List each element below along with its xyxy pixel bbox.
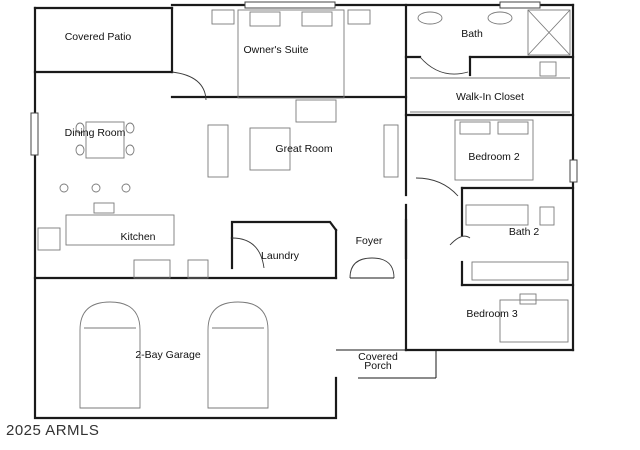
label-covered-porch-2: Porch xyxy=(364,359,392,372)
closet-shelves xyxy=(410,77,570,113)
exterior-walls xyxy=(33,3,575,420)
copyright-watermark: 2025 ARMLS xyxy=(6,422,100,439)
label-foyer: Foyer xyxy=(355,234,383,247)
bedroom2-bed xyxy=(454,119,534,181)
label-owners-suite: Owner's Suite xyxy=(243,43,309,56)
label-covered-patio: Covered Patio xyxy=(64,30,132,43)
label-kitchen: Kitchen xyxy=(120,230,156,243)
great-room-furniture xyxy=(207,99,399,178)
label-bedroom-2: Bedroom 2 xyxy=(468,150,520,163)
doors xyxy=(171,56,471,379)
label-bedroom-3: Bedroom 3 xyxy=(466,307,518,320)
label-bath: Bath xyxy=(461,27,483,40)
owners-bed xyxy=(211,9,371,99)
label-laundry: Laundry xyxy=(261,249,299,262)
bedroom3-bed xyxy=(499,293,569,343)
kitchen-fixtures xyxy=(37,183,209,279)
windows xyxy=(30,1,578,183)
bath2-fixtures xyxy=(465,204,569,281)
label-dining-room: Dining Room xyxy=(64,126,126,139)
label-covered-porch-1: Covered xyxy=(358,350,398,363)
dining-table xyxy=(75,121,135,159)
label-bath-2: Bath 2 xyxy=(508,225,540,238)
bath-fixtures xyxy=(417,9,571,77)
garage-cars xyxy=(79,301,269,409)
label-great-room: Great Room xyxy=(275,142,333,155)
label-walk-in-closet: Walk-In Closet xyxy=(456,90,524,103)
label-2-bay-garage: 2-Bay Garage xyxy=(135,348,201,361)
interior-walls xyxy=(33,55,575,287)
